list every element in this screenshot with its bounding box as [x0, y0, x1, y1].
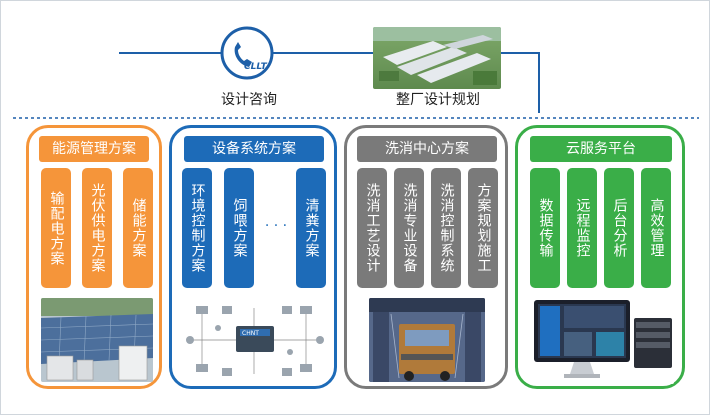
- logo-text: CLLT: [244, 62, 268, 72]
- item-data-transfer: 数据传输: [530, 168, 560, 288]
- item-solar: 光伏供电方案: [82, 168, 112, 288]
- control-system-image: CHNT: [182, 298, 326, 382]
- item-process: 洗消工艺设计: [357, 168, 387, 288]
- cllt-logo: CLLT: [219, 25, 275, 81]
- panel-equipment: 设备系统方案 环境控制方案 饲喂方案 · · · 清粪方案 CHNT: [169, 125, 337, 389]
- item-environment: 环境控制方案: [182, 168, 212, 288]
- item-remote-monitor: 远程监控: [567, 168, 597, 288]
- truck-wash-image: [369, 298, 485, 382]
- item-storage: 储能方案: [123, 168, 153, 288]
- item-analysis: 后台分析: [604, 168, 634, 288]
- panel-title: 设备系统方案: [184, 136, 324, 162]
- panel-title: 云服务平台: [530, 136, 672, 162]
- panel-cloud: 云服务平台 数据传输 远程监控 后台分析 高效管理: [515, 125, 685, 389]
- item-feeding: 饲喂方案: [224, 168, 254, 288]
- item-construction: 方案规划施工: [468, 168, 498, 288]
- panel-title: 洗消中心方案: [357, 136, 497, 162]
- panel-title: 能源管理方案: [39, 136, 149, 162]
- brand-text: CHNT: [242, 330, 259, 337]
- factory-aerial-image: [373, 27, 501, 89]
- item-equipment: 洗消专业设备: [394, 168, 424, 288]
- consult-label: 设计咨询: [221, 92, 277, 108]
- item-management: 高效管理: [641, 168, 671, 288]
- monitor-dashboard-image: [530, 296, 674, 384]
- panel-wash: 洗消中心方案 洗消工艺设计 洗消专业设备 洗消控制系统 方案规划施工: [344, 125, 508, 389]
- item-distribution: 输配电方案: [41, 168, 71, 288]
- panel-energy: 能源管理方案 输配电方案 光伏供电方案 储能方案: [26, 125, 162, 389]
- ellipsis: · · ·: [264, 218, 288, 234]
- item-manure: 清粪方案: [296, 168, 326, 288]
- plan-label: 整厂设计规划: [396, 92, 480, 108]
- solar-farm-image: [41, 298, 153, 382]
- item-control: 洗消控制系统: [431, 168, 461, 288]
